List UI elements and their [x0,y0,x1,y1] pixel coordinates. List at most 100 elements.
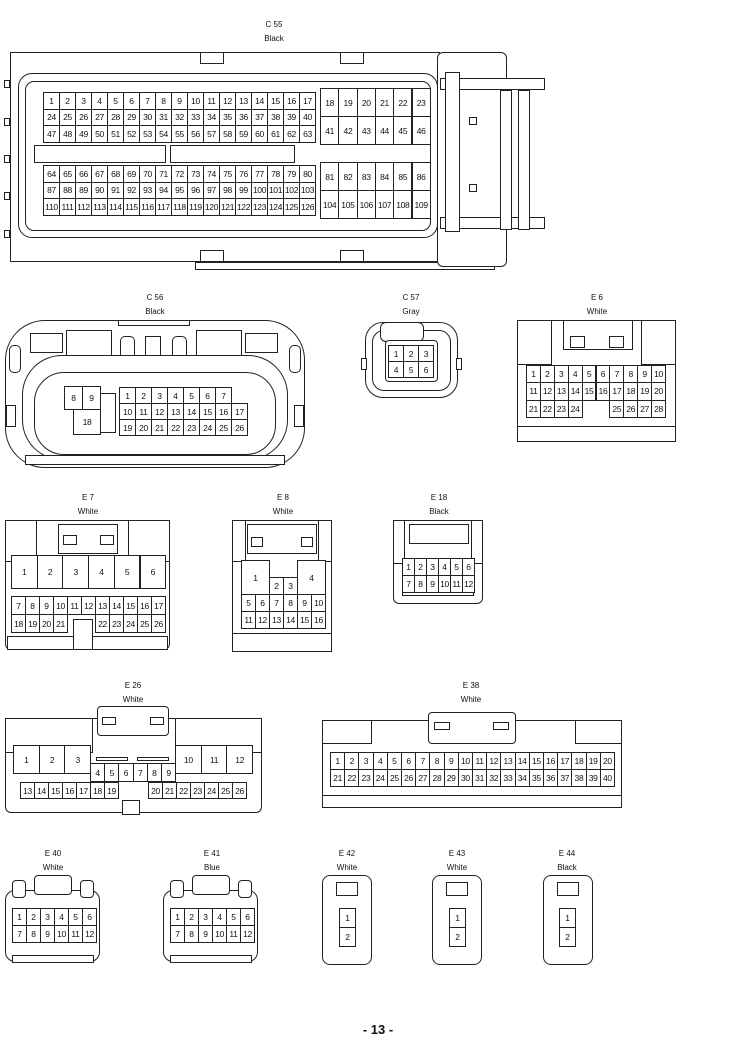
pin-e7-12: 12 [81,596,96,615]
pin-e38-37: 37 [557,769,573,787]
pin-c55-10: 10 [187,92,204,110]
pin-e38-10: 10 [457,752,473,770]
pin-c55-17: 17 [299,92,316,110]
pin-e6-19: 19 [637,382,653,401]
connector-color: Gray [402,307,420,316]
pin-e7-5: 5 [113,555,141,589]
pin-c55-78: 78 [267,165,284,183]
pin-c56-23: 23 [183,419,200,436]
pin-e38-8: 8 [429,752,445,770]
housing-detail [493,722,509,730]
connector-color: White [336,863,358,872]
pin-c55-93: 93 [139,181,156,199]
connector-name: E 18 [430,493,448,502]
pin-e26-2: 2 [38,745,66,774]
pin-c55-42: 42 [338,116,358,145]
pin-e26-16: 16 [62,782,77,799]
pin-e6-27: 27 [637,399,653,418]
pin-c55-125: 125 [283,198,300,216]
housing-detail [4,192,10,200]
housing-detail [232,520,246,562]
pin-c55-126: 126 [299,198,316,216]
connector-color: Black [429,507,449,516]
pin-e41-1: 1 [170,908,185,926]
pin-c57-1: 1 [388,345,404,362]
pin-c55-1: 1 [43,92,60,110]
pin-e26-15: 15 [48,782,63,799]
pin-e38-9: 9 [443,752,459,770]
pin-e26-12: 12 [226,745,254,774]
pin-e7-25: 25 [137,614,152,633]
pin-e38-39: 39 [585,769,601,787]
pin-c55-118: 118 [171,198,188,216]
pin-e7-9: 9 [39,596,54,615]
pin-e26-24: 24 [204,782,219,799]
pin-e40-3: 3 [40,908,55,926]
connector-color: White [122,695,144,704]
pin-e7-10: 10 [53,596,68,615]
pin-e26-18: 18 [90,782,105,799]
pin-c55-101: 101 [267,181,284,199]
pin-c56-15: 15 [199,403,216,420]
pin-c55-122: 122 [235,198,252,216]
pin-e26-8: 8 [146,763,162,782]
pin-c55-116: 116 [139,198,156,216]
connector-color: White [42,863,64,872]
pin-e38-25: 25 [386,769,402,787]
pin-c55-45: 45 [393,116,413,145]
pin-e38-16: 16 [543,752,559,770]
pin-e40-12: 12 [82,925,97,943]
pin-e40-8: 8 [26,925,41,943]
pin-c55-62: 62 [283,125,300,143]
housing-detail [34,145,166,163]
connector-name: E 8 [276,493,289,502]
pin-e6-24: 24 [567,399,583,418]
pin-e38-26: 26 [401,769,417,787]
housing-detail [12,880,26,898]
housing-detail [4,118,10,126]
pin-e40-7: 7 [12,925,27,943]
pin-e38-27: 27 [415,769,431,787]
housing-detail [445,72,460,232]
housing-detail [30,333,63,353]
pin-e7-19: 19 [25,614,40,633]
pin-e40-9: 9 [40,925,55,943]
housing-detail [170,880,184,898]
pin-c57-3: 3 [418,345,434,362]
pin-e40-6: 6 [82,908,97,926]
pin-c55-23: 23 [411,88,431,117]
pin-c55-75: 75 [219,165,236,183]
pin-e40-2: 2 [26,908,41,926]
pin-e18-6: 6 [462,558,475,576]
housing-detail [518,90,530,230]
pin-c55-68: 68 [107,165,124,183]
pin-e7-17: 17 [151,596,166,615]
pin-e26-11: 11 [200,745,228,774]
connector-name: E 43 [448,849,466,858]
pin-c55-40: 40 [299,108,316,126]
pin-e41-11: 11 [226,925,241,943]
pin-c55-64: 64 [43,165,60,183]
connector-name: C 55 [265,20,283,29]
pin-e41-9: 9 [198,925,213,943]
pin-c55-61: 61 [267,125,284,143]
pin-c55-119: 119 [187,198,204,216]
pin-e6-6: 6 [595,365,611,384]
pin-e8-7: 7 [269,594,284,612]
pin-c55-109: 109 [411,190,431,219]
pin-c55-13: 13 [235,92,252,110]
pin-c55-43: 43 [356,116,376,145]
pin-c55-39: 39 [283,108,300,126]
housing-detail [409,524,469,544]
housing-detail [196,330,242,357]
pin-c55-59: 59 [235,125,252,143]
pin-e26-23: 23 [190,782,205,799]
pin-c56-20: 20 [135,419,152,436]
housing-detail [34,875,72,895]
housing-detail [80,880,94,898]
pin-c55-117: 117 [155,198,172,216]
pin-c55-113: 113 [91,198,108,216]
connector-name: E 41 [203,849,221,858]
pin-e8-9: 9 [297,594,312,612]
pin-e6-11: 11 [526,382,541,401]
